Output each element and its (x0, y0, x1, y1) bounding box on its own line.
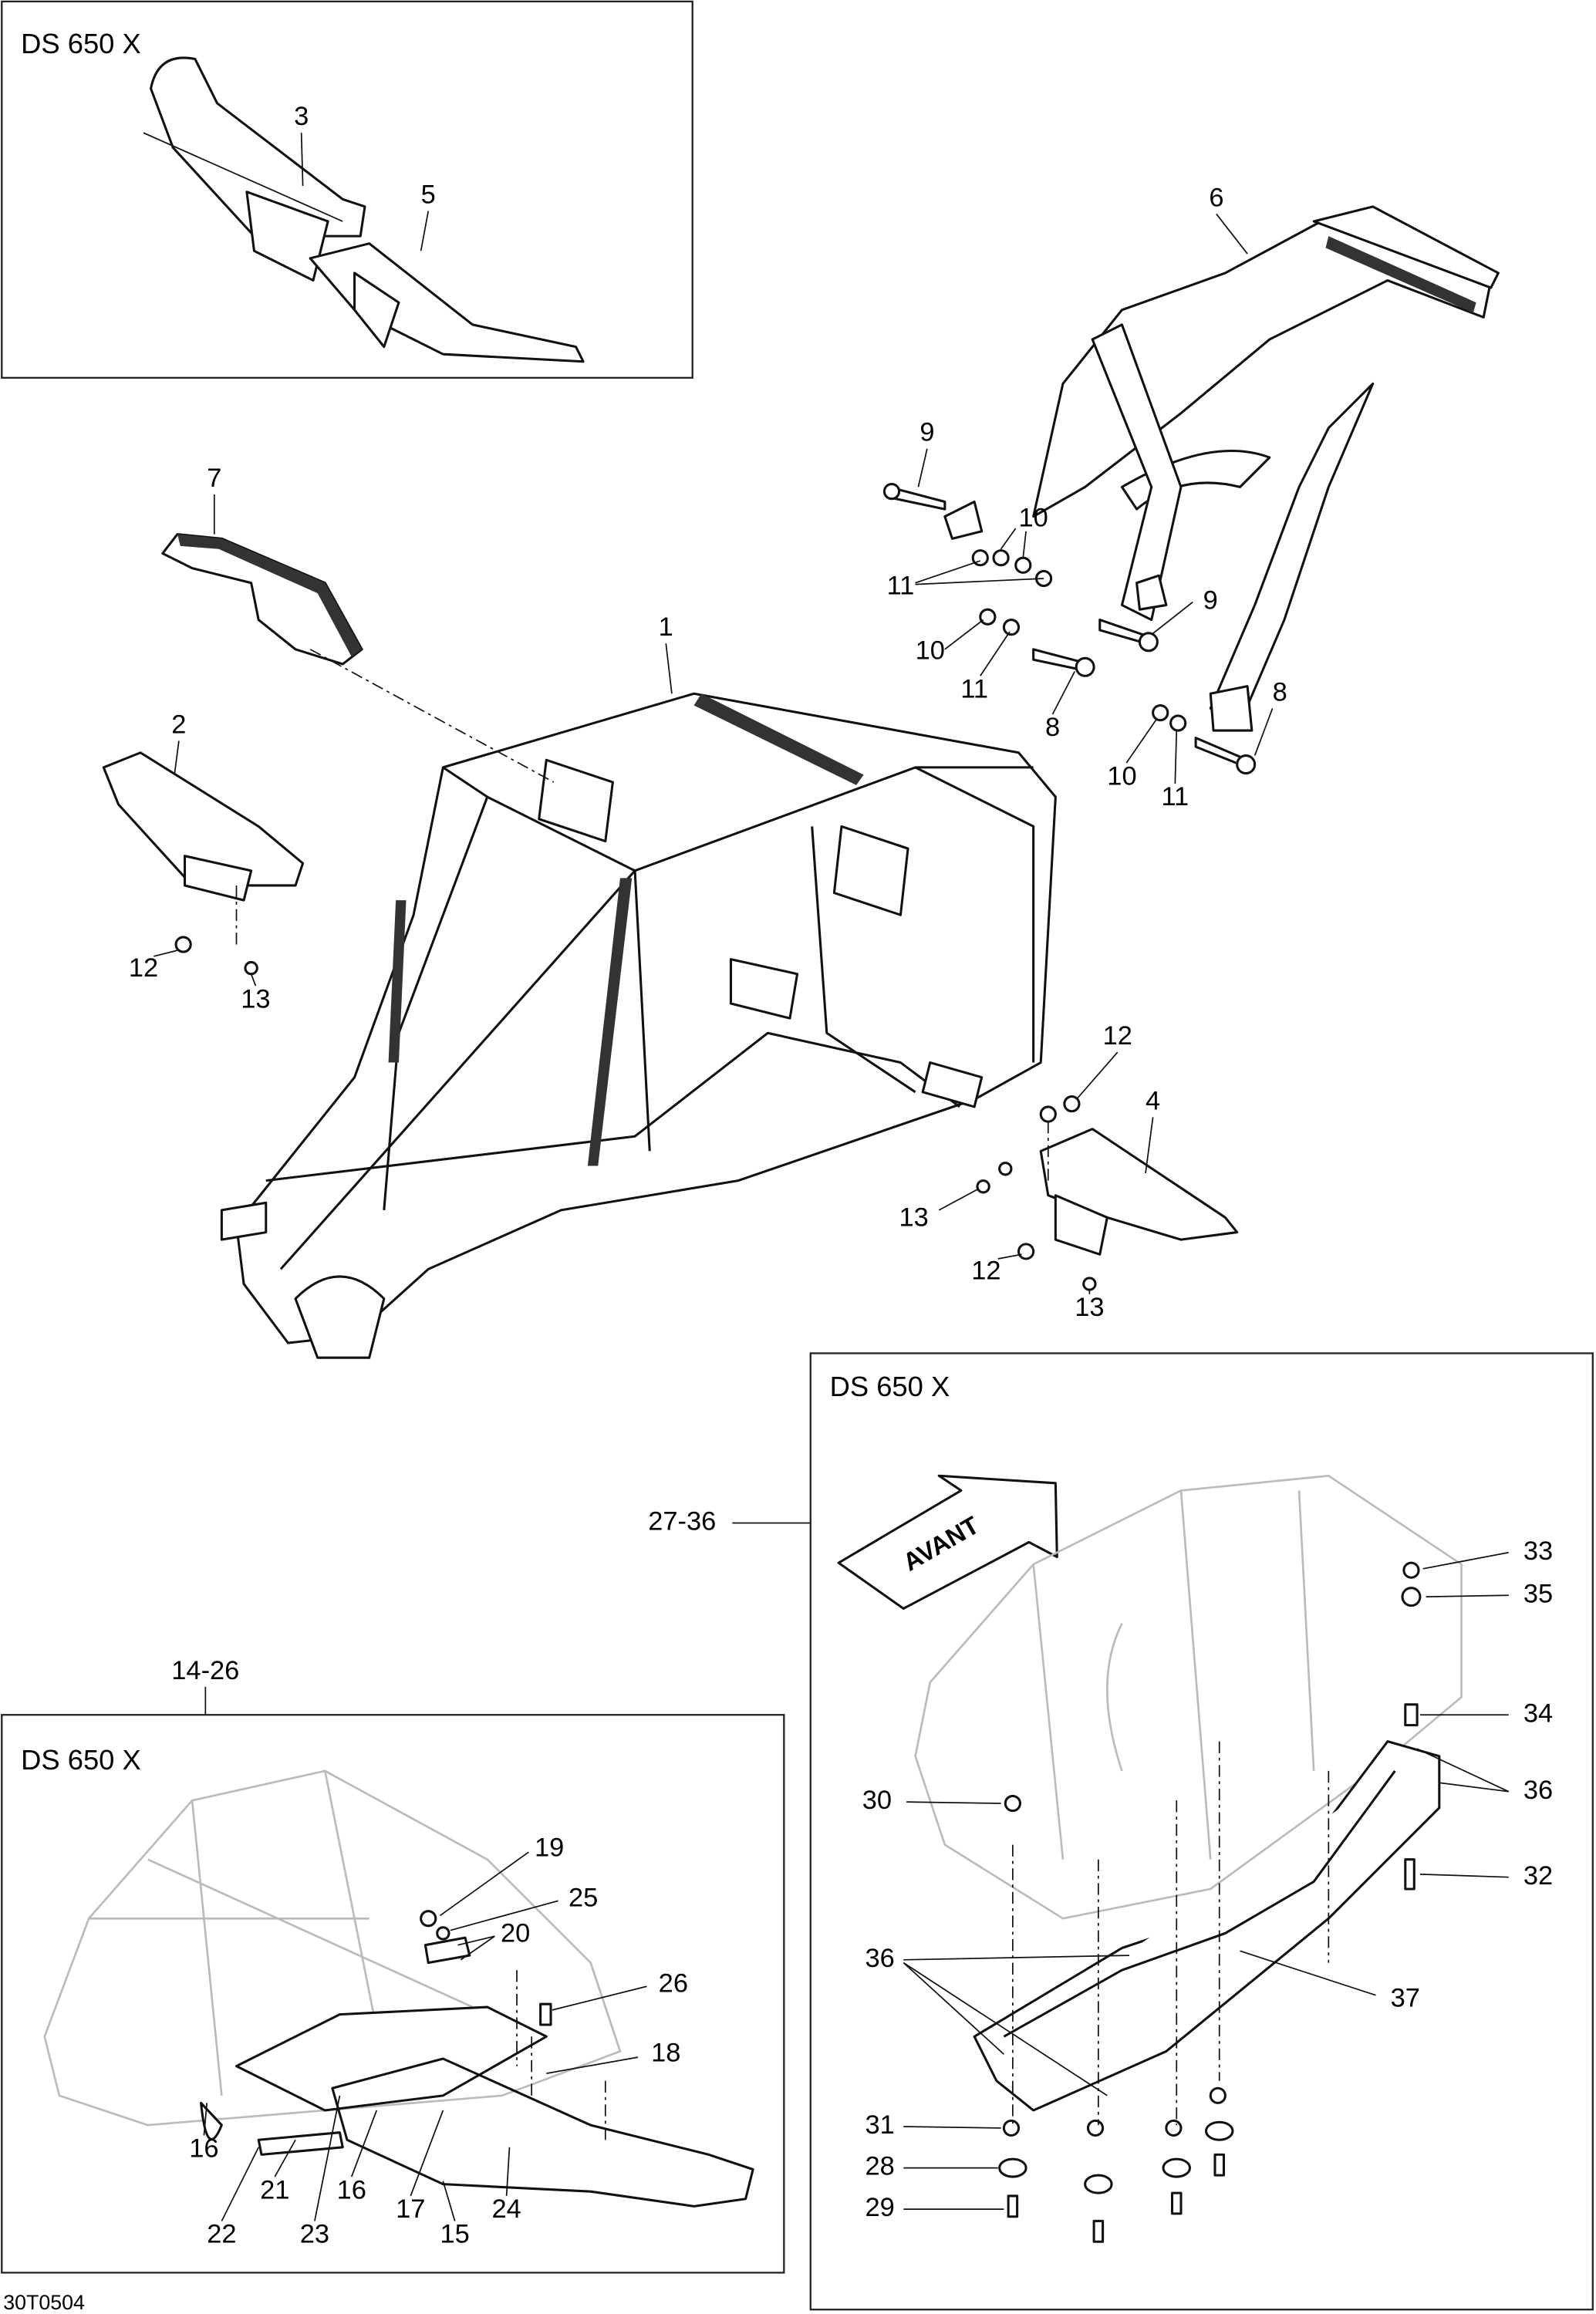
callout-20: 20 (501, 1918, 530, 1948)
callout-32: 32 (1523, 1861, 1553, 1891)
callout-5: 5 (421, 180, 436, 210)
callout-12: 12 (129, 953, 158, 983)
callout-12: 12 (971, 1256, 1000, 1285)
callout-30: 30 (862, 1786, 892, 1815)
callout-2: 2 (171, 710, 186, 739)
callout-8: 8 (1045, 713, 1060, 742)
footrest-part-4: 12 4 13 12 13 (899, 1021, 1239, 1322)
callout-26: 26 (659, 1968, 688, 1998)
callout-1: 1 (659, 612, 673, 642)
panel-title: DS 650 X (830, 1371, 950, 1402)
callout-9: 9 (919, 418, 934, 447)
panel-title: DS 650 X (21, 1744, 141, 1776)
callout-37: 37 (1391, 1984, 1420, 2013)
skid-plate-hardware (998, 1561, 1422, 2243)
callout-7: 7 (207, 464, 221, 493)
callout-25: 25 (569, 1883, 598, 1912)
callout-18: 18 (651, 2038, 680, 2067)
hardware-rear-subframe: 6 9 10 11 9 10 11 8 8 10 11 (882, 183, 1287, 811)
front-direction-arrow: AVANT (837, 1474, 1058, 1610)
heel-guard-part-7: 7 (161, 464, 555, 783)
callout-8: 8 (1273, 677, 1287, 707)
faint-frame-outline (914, 1474, 1463, 1920)
callout-21: 21 (260, 2175, 289, 2204)
range-label-14-26: 14-26 (171, 1656, 239, 1685)
panel-bottom-left-front-guard: 14-26 DS 650 X 19 25 20 26 18 16 (1, 1656, 785, 2274)
callout-13: 13 (1075, 1293, 1104, 1322)
callout-10: 10 (916, 636, 945, 666)
callout-4: 4 (1146, 1086, 1160, 1115)
callout-15: 15 (440, 2220, 470, 2249)
callout-12: 12 (1103, 1021, 1132, 1051)
callout-11: 11 (887, 572, 915, 601)
callout-28: 28 (865, 2152, 895, 2181)
callout-36: 36 (1523, 1776, 1553, 1805)
panel-title: DS 650 X (21, 28, 141, 59)
callout-31: 31 (865, 2110, 895, 2140)
callout-10: 10 (1019, 504, 1048, 533)
panel-bottom-right-skid-plate: DS 650 X 27-36 AVANT (648, 1352, 1594, 2311)
faint-frame-outline (43, 1769, 622, 2127)
callout-34: 34 (1523, 1698, 1553, 1728)
callout-23: 23 (300, 2220, 329, 2249)
callout-3: 3 (294, 102, 309, 131)
main-frame-part-1 (220, 692, 1057, 1359)
callout-9: 9 (1203, 586, 1218, 616)
callout-19: 19 (535, 1833, 564, 1862)
callout-10: 10 (1107, 761, 1136, 791)
callout-6: 6 (1209, 183, 1223, 212)
callout-29: 29 (865, 2193, 895, 2222)
callout-16: 16 (189, 2134, 218, 2164)
callout-24: 24 (491, 2194, 521, 2224)
document-code: 30T0504 (3, 2291, 85, 2314)
callout-13: 13 (899, 1203, 929, 1232)
callout-35: 35 (1523, 1579, 1553, 1608)
callout-22: 22 (207, 2220, 236, 2249)
callout-17: 17 (396, 2194, 425, 2224)
rear-subframe-part-6 (943, 205, 1500, 732)
callout-11: 11 (960, 675, 988, 704)
callout-13: 13 (241, 984, 270, 1014)
footrest-part-3 (143, 56, 366, 282)
footrest-part-2: 2 12 13 (102, 710, 305, 1014)
panel-top-left-footrests: DS 650 X 3 5 (1, 0, 693, 379)
callout-36: 36 (865, 1944, 895, 1973)
callout-16: 16 (337, 2175, 366, 2204)
range-label-27-36: 27-36 (648, 1507, 716, 1536)
footrest-part-5 (309, 242, 585, 363)
callout-11: 11 (1161, 782, 1189, 811)
callout-33: 33 (1523, 1536, 1553, 1566)
